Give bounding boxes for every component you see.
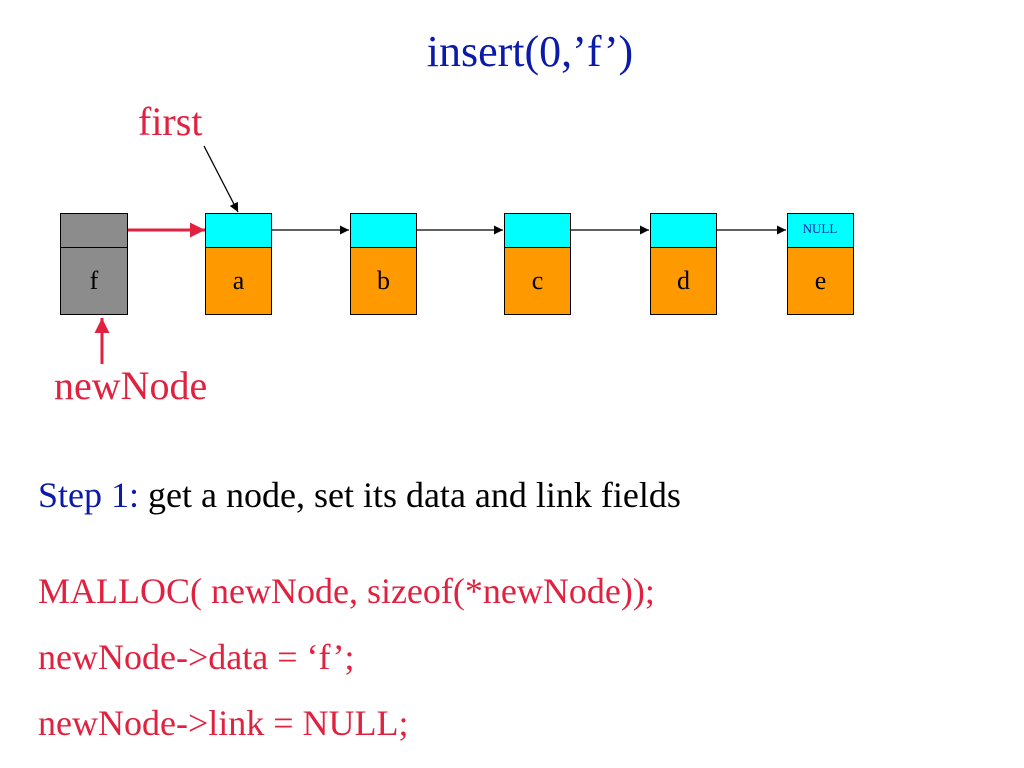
code-line-set-link: newNode->link = NULL; [38, 703, 409, 743]
node-f-link [60, 213, 128, 248]
step-label: Step 1: [38, 475, 140, 515]
code-line-set-data: newNode->data = ‘f’; [38, 637, 355, 677]
slide-title: insert(0,’f’) [426, 27, 634, 76]
node-d-link [650, 213, 717, 248]
node-a-data: a [205, 247, 272, 315]
first-pointer-label: first [138, 99, 203, 144]
node-f-data: f [60, 247, 128, 315]
node-e-link [787, 213, 854, 248]
step-text: get a node, set its data and link fields [139, 475, 681, 515]
null-value: NULL [802, 221, 838, 236]
new-node-pointer-label: newNode [54, 363, 208, 408]
step-description: Step 1: get a node, set its data and lin… [38, 474, 681, 516]
node-d-data: d [650, 247, 717, 315]
first-pointer-arrow [203, 145, 239, 213]
node-e-data: e [787, 247, 854, 315]
node-b-link [350, 213, 417, 248]
node-a-link [205, 213, 272, 248]
node-b-data: b [350, 247, 417, 315]
code-line-malloc: MALLOC( newNode, sizeof(*newNode)); [38, 571, 655, 611]
node-c-link [504, 213, 571, 248]
node-c-data: c [504, 247, 571, 315]
